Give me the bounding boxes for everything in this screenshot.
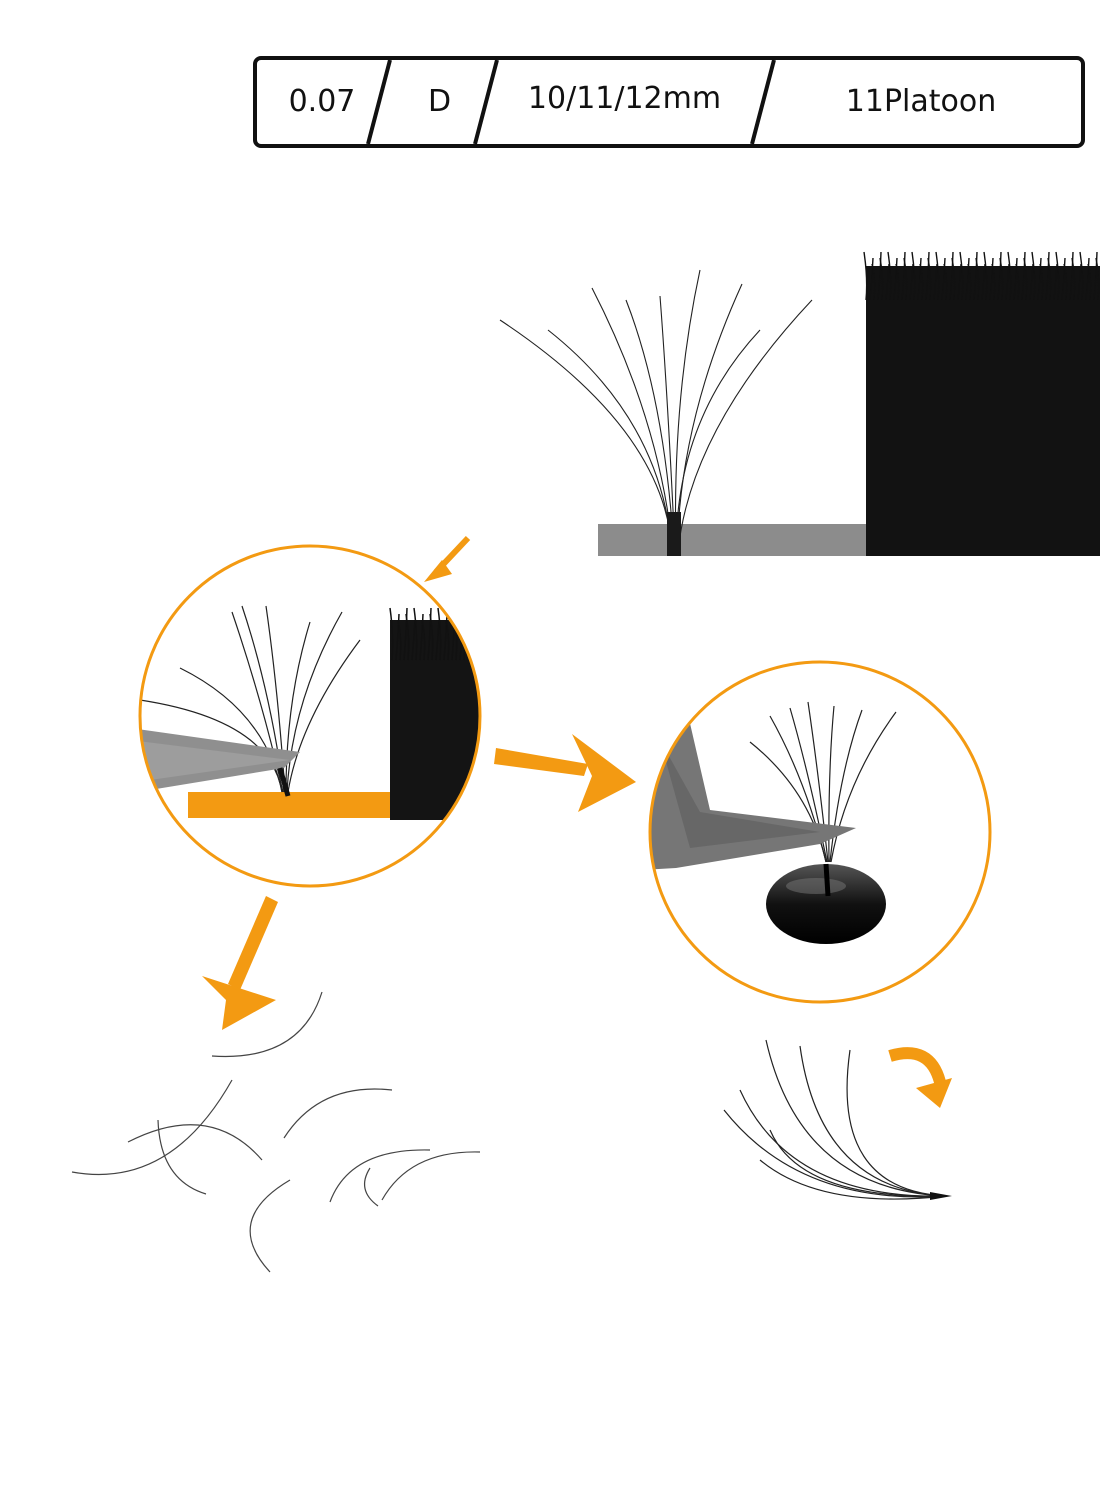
lash-strand	[395, 613, 400, 661]
lash-strand	[983, 251, 988, 301]
lash-strand	[1015, 263, 1020, 301]
lash-strand	[1023, 257, 1028, 301]
lash-strand	[869, 257, 874, 301]
lash-strand	[943, 263, 948, 301]
lash-strand	[951, 257, 956, 301]
lash-strand	[1079, 251, 1084, 301]
lash-strand	[1071, 257, 1076, 301]
zoom-circle-glue	[648, 660, 992, 1004]
lash-strand	[445, 619, 450, 661]
lash-strand	[1069, 251, 1074, 301]
lash-strand	[1047, 257, 1052, 301]
spec-curl: D	[427, 84, 452, 119]
lash-strand	[1039, 263, 1044, 301]
lash-strand	[935, 251, 940, 301]
lash-strand	[917, 257, 922, 301]
lash-strand	[879, 257, 884, 301]
arrow-to-glue	[494, 734, 636, 812]
lash-strand	[911, 251, 916, 301]
spec-bar: 0.07 D 10/11/12mm 11Platoon	[253, 56, 1085, 148]
lash-strand	[475, 607, 480, 661]
lash-strand	[965, 257, 970, 301]
lash-strand	[895, 263, 900, 301]
orange-strip	[188, 792, 390, 818]
lash-strand	[909, 263, 914, 301]
lash-strand	[959, 251, 964, 301]
arrow-into-circle	[424, 535, 471, 582]
lash-strand	[403, 607, 408, 661]
lash-strand	[1013, 257, 1018, 301]
lash-strand	[421, 619, 426, 661]
arrow-down-left	[202, 896, 278, 1030]
lash-strand	[989, 257, 994, 301]
lash-strand	[991, 263, 996, 301]
lash-strand	[1021, 251, 1026, 301]
lash-strand	[1037, 257, 1042, 301]
lash-strand	[1085, 257, 1090, 301]
lash-strand	[1029, 263, 1034, 301]
zoom-circle-pick	[138, 544, 482, 888]
lash-strand	[887, 251, 892, 301]
lash-strand	[1087, 263, 1092, 301]
spec-length: 10/11/12mm	[527, 81, 722, 116]
spec-dividers	[366, 59, 776, 145]
lash-strand	[419, 613, 424, 661]
lash-strand	[903, 257, 908, 301]
lash-strand	[437, 607, 442, 661]
lash-strand	[1031, 251, 1036, 301]
lash-strand	[1005, 263, 1010, 301]
lash-strand	[1063, 263, 1068, 301]
fan-lash	[499, 269, 813, 553]
lash-strand	[1007, 251, 1012, 301]
lash-strand	[1045, 251, 1050, 301]
lash-strand	[427, 607, 432, 661]
lash-strand	[957, 263, 962, 301]
lash-strand	[411, 619, 416, 661]
lash-strand	[863, 251, 868, 301]
lash-strand	[877, 251, 882, 301]
spec-thickness: 0.07	[288, 84, 356, 119]
lash-strand	[871, 263, 876, 301]
lash-row-block	[866, 266, 1100, 556]
lash-strand	[919, 263, 924, 301]
lash-strand	[469, 619, 474, 661]
lash-strand	[973, 251, 978, 301]
lash-strand	[1077, 263, 1082, 301]
lash-strand	[1095, 257, 1100, 301]
fan-lash-strip	[499, 251, 1100, 556]
lash-strand	[1061, 257, 1066, 301]
lash-strip-base	[598, 524, 866, 556]
lash-strand	[997, 251, 1002, 301]
lash-strand	[429, 613, 434, 661]
lash-strand	[999, 257, 1004, 301]
lash-strand	[413, 607, 418, 661]
lash-strand	[941, 257, 946, 301]
loose-lashes	[71, 991, 481, 1273]
lash-strand	[949, 251, 954, 301]
orange-arrows	[202, 535, 952, 1108]
lash-strand	[443, 613, 448, 661]
lash-strand	[927, 257, 932, 301]
lash-strand	[389, 607, 394, 661]
lash-strand	[435, 619, 440, 661]
lash-strand	[925, 251, 930, 301]
lash-strand	[1093, 251, 1098, 301]
spec-count: 11Platoon	[845, 84, 997, 119]
lash-strand	[1055, 251, 1060, 301]
lash-strand	[477, 613, 480, 661]
lash-strand	[885, 263, 890, 301]
lash-strand	[981, 263, 986, 301]
spread-fan-lash	[723, 1039, 947, 1200]
lash-strand	[933, 263, 938, 301]
lash-strand	[1053, 263, 1058, 301]
lash-strand	[901, 251, 906, 301]
curve-arrow	[888, 1047, 952, 1108]
lash-strand	[975, 257, 980, 301]
lash-strand	[405, 613, 410, 661]
lash-strand	[967, 263, 972, 301]
lash-strand	[893, 257, 898, 301]
lash-strand	[397, 619, 402, 661]
